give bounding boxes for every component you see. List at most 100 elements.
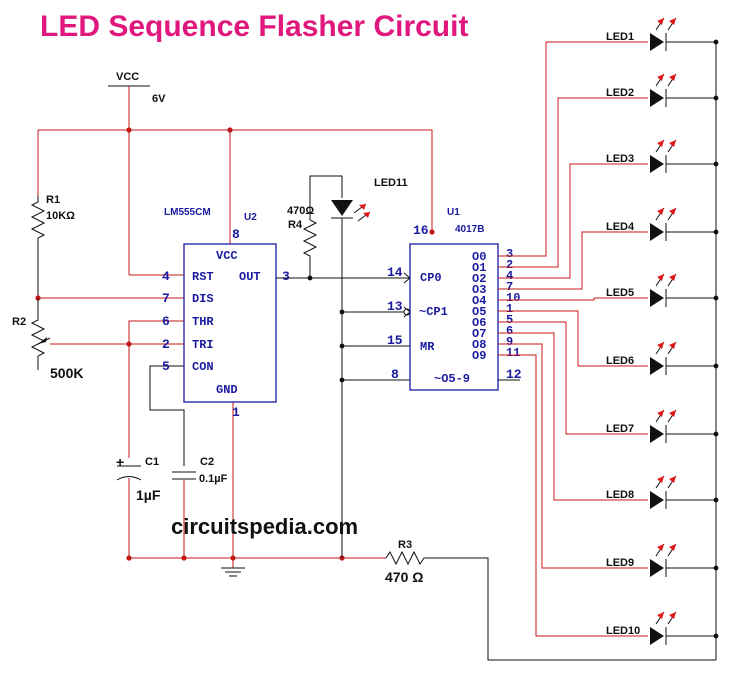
ic4017-pin-name: ~CP1 (419, 305, 448, 319)
ic4017-output-name: O8 (472, 338, 486, 352)
ic4017-output-pin: 3 (506, 247, 513, 261)
ic4017-output-pin: 9 (506, 335, 513, 349)
led-1: LED1 (606, 17, 719, 51)
ic4017-output-name: O5 (472, 305, 486, 319)
ic4017-pin-12: 12 (506, 367, 522, 382)
c2-value: 0.1µF (199, 473, 228, 485)
c1-ref: C1 (145, 456, 159, 468)
ic4017-output-name: O4 (472, 294, 486, 308)
ic4017-pin-vdd: 16 (413, 223, 429, 238)
ic4017-ref: U1 (447, 207, 460, 218)
vcc-voltage: 6V (152, 93, 166, 105)
ic4017-bottom-label: ~O5-9 (434, 372, 470, 386)
led-label: LED10 (606, 625, 640, 637)
ic4017-output-name: O9 (472, 349, 486, 363)
ic4017-output-name: O3 (472, 283, 486, 297)
ic4017-output-pin: 2 (506, 258, 513, 272)
ic555-pin-num: 2 (162, 337, 170, 352)
led-7: LED7 (606, 409, 719, 443)
ic4017-model: 4017B (455, 224, 484, 235)
ic4017-output-name: O7 (472, 327, 486, 341)
ic4017-output-pin: 1 (506, 302, 513, 316)
r4-value: 470Ω (287, 205, 314, 217)
ic555-gnd-label: GND (216, 383, 238, 397)
website-credit: circuitspedia.com (171, 514, 358, 539)
potentiometer-r2: R2 500K (12, 298, 184, 381)
top-rail (37, 127, 433, 276)
led-label: LED8 (606, 489, 634, 501)
ic4017-left-wires (339, 306, 411, 558)
led-label: LED2 (606, 87, 634, 99)
led-2: LED2 (606, 73, 719, 107)
c2-ref: C2 (200, 456, 214, 468)
ic4017-pin-name: CP0 (420, 271, 442, 285)
r1-value: 10KΩ (46, 210, 75, 222)
c1-polarity: + (116, 454, 124, 470)
ic555-pin-out: 3 (282, 269, 290, 284)
ic555-pin-name: RST (192, 270, 214, 284)
vcc-supply: VCC 6V (108, 71, 166, 130)
capacitor-c2: C2 0.1µF (172, 456, 228, 558)
resistor-r3: R3 470 Ω (385, 539, 716, 661)
ic4017-output-pin: 4 (506, 269, 513, 283)
ic555-pin-gnd: 1 (232, 405, 240, 420)
led11-ref: LED11 (374, 177, 408, 189)
ic4017-pin-name: MR (420, 340, 435, 354)
r3-ref: R3 (398, 539, 412, 551)
ic555-pin-name: CON (192, 360, 214, 374)
ic555-model: LM555CM (164, 207, 211, 218)
led-label: LED5 (606, 287, 634, 299)
ic555-ref: U2 (244, 212, 257, 223)
ic555-pin-name: THR (192, 315, 214, 329)
r2-value: 500K (50, 365, 83, 381)
ic555-pin-num: 4 (162, 269, 170, 284)
r3-value: 470 Ω (385, 569, 423, 585)
ic4017-output-pin: 10 (506, 291, 520, 305)
led-label: LED9 (606, 557, 634, 569)
ic-555: LM555CM U2 8 VCC GND 1 4 RST 7 DIS 6 THR… (162, 207, 290, 420)
ic4017-output-pin: 5 (506, 313, 513, 327)
ic4017-output-name: O0 (472, 250, 486, 264)
led-label: LED7 (606, 423, 634, 435)
led-4: LED4 (606, 207, 719, 241)
ic4017-pin-num: 8 (391, 367, 399, 382)
led-label: LED6 (606, 355, 634, 367)
ground-rail (126, 402, 386, 577)
r1-ref: R1 (46, 194, 60, 206)
ic4017-output-name: O1 (472, 261, 486, 275)
r2-ref: R2 (12, 316, 26, 328)
ic555-pin-name: DIS (192, 292, 214, 306)
resistor-r4: 470Ω R4 (287, 175, 343, 278)
led-label: LED1 (606, 31, 634, 43)
ic4017-output-pin: 7 (506, 280, 513, 294)
ic4017-output-name: O6 (472, 316, 486, 330)
led-9: LED9 (606, 543, 719, 577)
ic555-pin-name: TRI (192, 338, 214, 352)
led-10: LED10 (606, 611, 719, 645)
led-label: LED4 (606, 221, 635, 233)
led-bank: LED1LED2LED3LED4LED5LED6LED7LED8LED9LED1… (606, 17, 719, 645)
led-8: LED8 (606, 475, 719, 509)
diagram-title: LED Sequence Flasher Circuit (40, 10, 468, 43)
ic4017-output-pin: 11 (506, 346, 520, 360)
ic555-vcc-label: VCC (216, 249, 238, 263)
ic4017-pin-num: 13 (387, 299, 403, 314)
led11: LED11 (331, 177, 408, 380)
r4-ref: R4 (288, 219, 303, 231)
ic4017-pin-num: 15 (387, 333, 403, 348)
vcc-label: VCC (116, 71, 139, 83)
ic4017-output-name: O2 (472, 272, 486, 286)
capacitor-c1: + C1 1µF (116, 454, 161, 558)
ic555-pin-vcc: 8 (232, 227, 240, 242)
c1-value: 1µF (136, 487, 161, 503)
led-5: LED5 (606, 273, 719, 307)
led-label: LED3 (606, 153, 634, 165)
ic4017-output-pin: 6 (506, 324, 513, 338)
led-3: LED3 (606, 139, 719, 173)
led-6: LED6 (606, 341, 719, 375)
ic555-pin-num: 7 (162, 291, 170, 306)
ic-4017: U1 4017B 16 1 4 CP0 13 ~CP1 15 MR 8 ~O5-9… (387, 207, 522, 391)
resistor-r1: R1 10KΩ (30, 194, 75, 298)
